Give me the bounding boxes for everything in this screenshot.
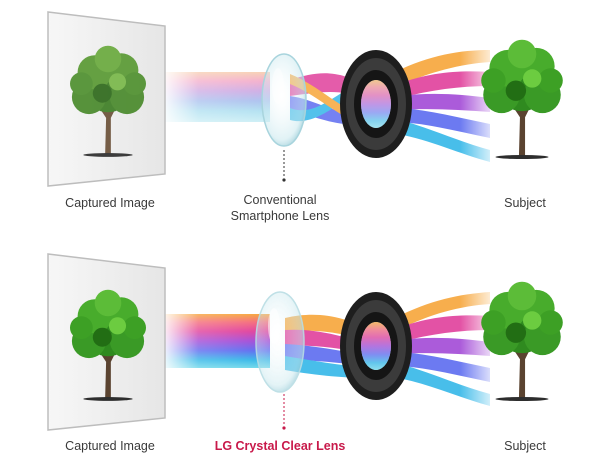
- conventional-lens: [261, 53, 307, 147]
- top-lens-label-line1: Conventional: [243, 193, 317, 207]
- top-subject-label: Subject: [504, 196, 546, 210]
- top-row: [47, 11, 563, 187]
- top-lens-label-line2: Smartphone Lens: [230, 209, 330, 223]
- crystal-clear-lens: [255, 291, 305, 393]
- bottom-subject-label: Subject: [504, 439, 546, 453]
- bottom-captured-image-frame: [47, 253, 166, 431]
- top-captured-image-label: Captured Image: [65, 196, 155, 210]
- top-captured-image-frame: [47, 11, 166, 187]
- bottom-row: [47, 253, 563, 431]
- bottom-lens-label: LG Crystal Clear Lens: [214, 439, 346, 453]
- bottom-camera-lens-icon: [340, 292, 412, 400]
- top-camera-lens-icon: [340, 50, 412, 158]
- bottom-captured-image-label: Captured Image: [65, 439, 155, 453]
